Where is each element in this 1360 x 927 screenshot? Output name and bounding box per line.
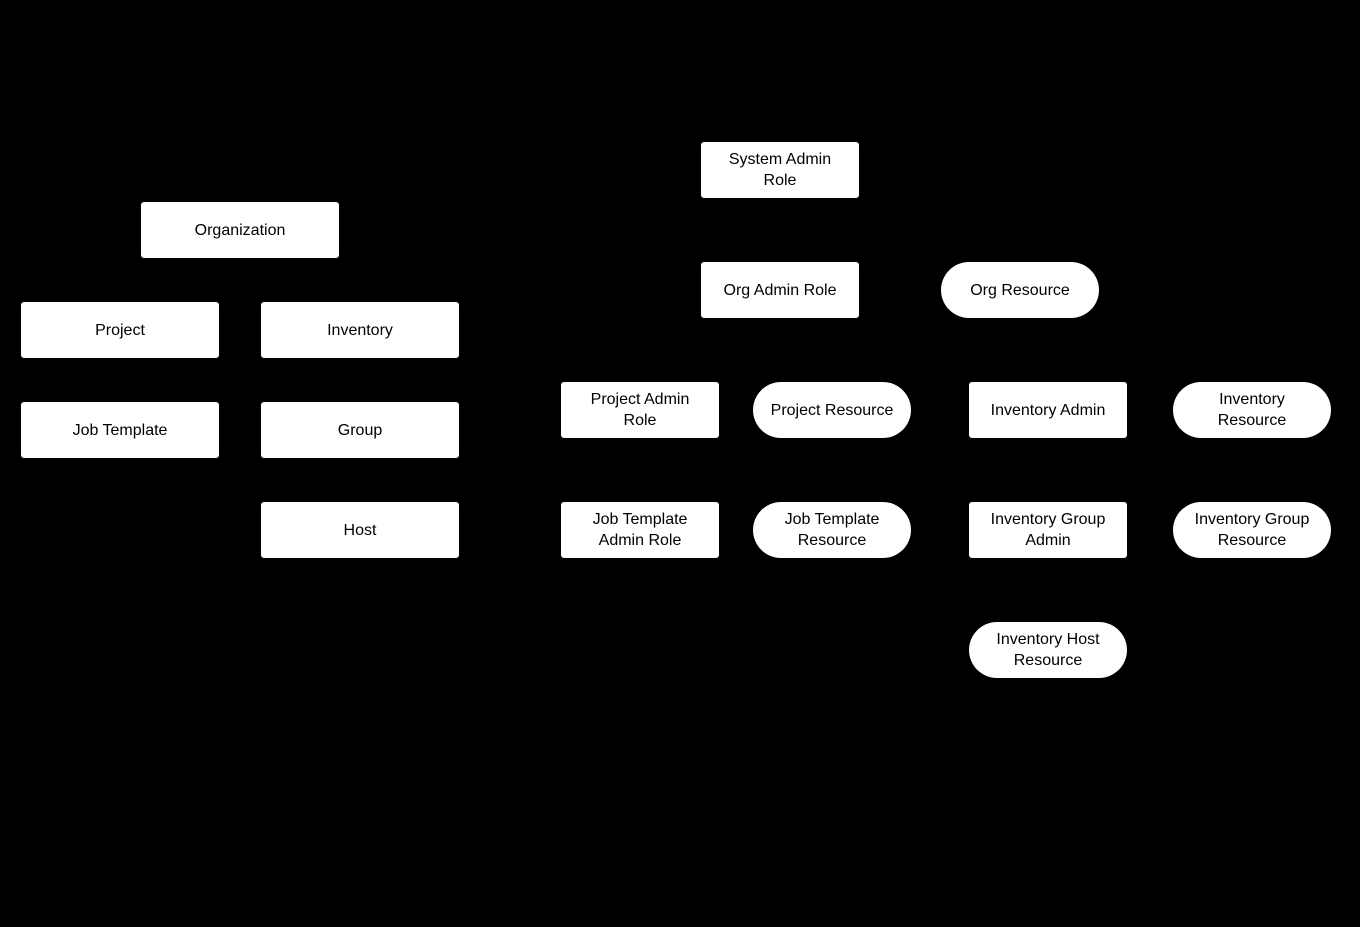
node-project-resource: Project Resource [753,382,911,438]
node-inventory-admin: Inventory Admin [969,382,1127,438]
node-project: Project [21,302,219,358]
node-system-admin-role: System Admin Role [701,142,859,198]
node-job-template: Job Template [21,402,219,458]
node-job-template-admin-role: Job Template Admin Role [561,502,719,558]
node-org-resource: Org Resource [941,262,1099,318]
node-inventory-resource: Inventory Resource [1173,382,1331,438]
node-group: Group [261,402,459,458]
node-project-admin-role: Project Admin Role [561,382,719,438]
node-inventory-host-resource: Inventory Host Resource [969,622,1127,678]
node-inventory-group-resource: Inventory Group Resource [1173,502,1331,558]
node-organization: Organization [141,202,339,258]
node-job-template-resource: Job Template Resource [753,502,911,558]
node-org-admin-role: Org Admin Role [701,262,859,318]
node-inventory: Inventory [261,302,459,358]
node-host: Host [261,502,459,558]
node-inventory-group-admin: Inventory Group Admin [969,502,1127,558]
